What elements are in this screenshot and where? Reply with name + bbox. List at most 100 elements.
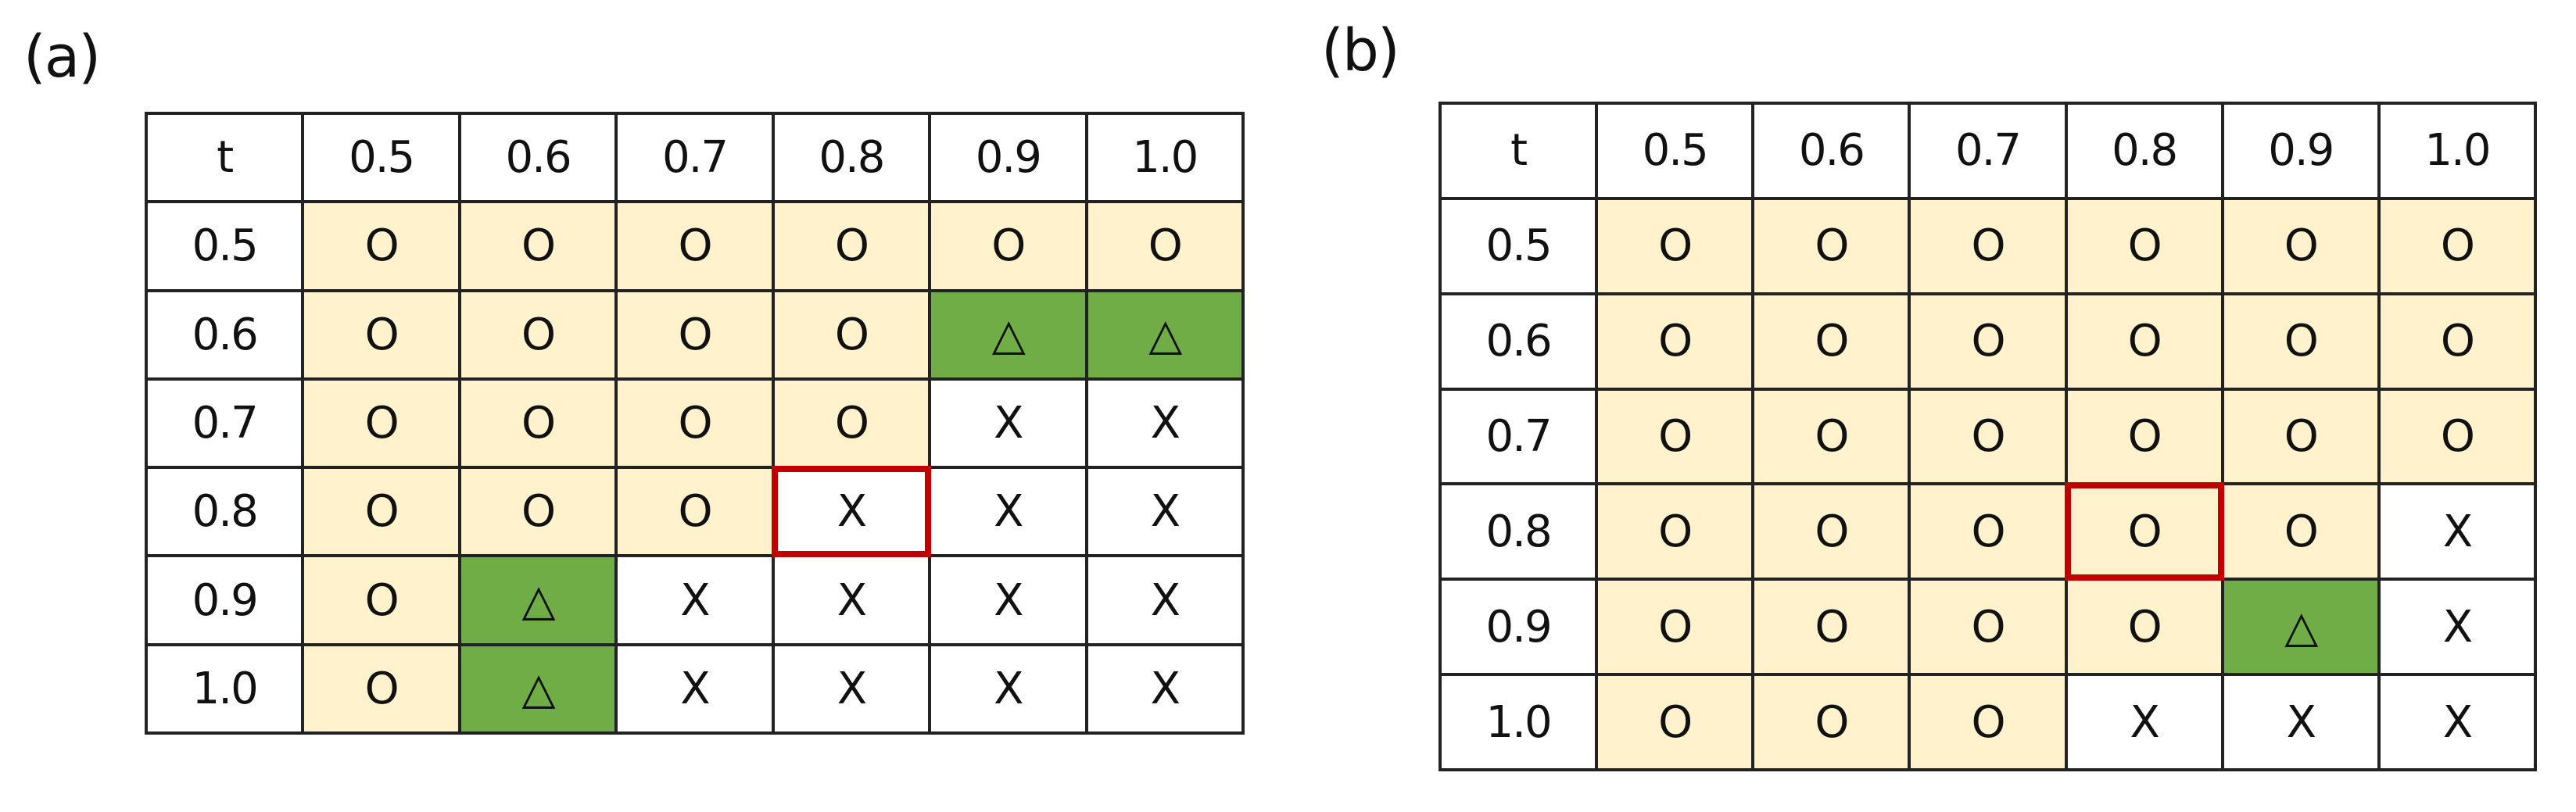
highlighted-cell: O — [2064, 482, 2226, 583]
table-cell: O — [457, 200, 618, 292]
table-cell: X — [928, 642, 1088, 735]
table-cell: O — [1595, 387, 1755, 486]
table-cell: X — [1084, 642, 1245, 735]
row-header: 0.9 — [1438, 578, 1599, 677]
table-cell: O — [1908, 482, 2068, 581]
table-cell: O — [1908, 196, 2068, 295]
table-cell: X — [2064, 673, 2224, 771]
table-cell: X — [2220, 673, 2381, 771]
table-cell: O — [1908, 673, 2068, 771]
row-header: 0.5 — [1438, 196, 1599, 295]
column-header: 0.8 — [771, 111, 932, 204]
table-cell: O — [2377, 387, 2538, 486]
table-cell: O — [301, 200, 461, 292]
table-cell: O — [2064, 578, 2224, 677]
column-header: 1.0 — [1084, 111, 1245, 204]
table-cell: O — [614, 200, 775, 292]
table-cell: O — [2220, 482, 2381, 581]
table-cell: O — [1595, 292, 1755, 391]
table-cell: O — [1595, 482, 1755, 581]
highlighted-cell: X — [771, 466, 933, 560]
table-cell: X — [928, 554, 1088, 646]
panel-b-label: (b) — [1321, 17, 1400, 84]
table-cell: O — [457, 377, 618, 470]
table-cell: O — [1751, 387, 1911, 486]
table-cell: O — [771, 288, 932, 381]
table-cell: X — [614, 642, 775, 735]
table-cell: △ — [2220, 578, 2381, 677]
table-cell: O — [614, 466, 775, 558]
column-header: 0.6 — [457, 111, 618, 204]
table-cell: O — [1595, 673, 1755, 771]
table-cell: X — [2377, 578, 2538, 677]
table-cell: △ — [457, 642, 618, 735]
table-cell: O — [1908, 387, 2068, 486]
table-cell: X — [928, 466, 1088, 558]
table-cell: O — [1084, 200, 1245, 292]
table-cell: X — [1084, 554, 1245, 646]
panel-a-label: (a) — [23, 23, 101, 91]
table-cell: O — [301, 642, 461, 735]
table-cell: △ — [1084, 288, 1245, 381]
row-header: 0.8 — [1438, 482, 1599, 581]
table-cell: O — [2220, 292, 2381, 391]
table-cell: O — [1751, 482, 1911, 581]
table-cell: X — [928, 377, 1088, 470]
column-header: 0.6 — [1751, 102, 1911, 200]
table-cell: X — [1084, 466, 1245, 558]
table-cell: O — [301, 377, 461, 470]
table-cell: X — [2377, 673, 2538, 771]
table-cell: X — [771, 642, 932, 735]
table-cell: O — [1908, 578, 2068, 677]
table-cell: O — [457, 288, 618, 381]
column-header: 1.0 — [2377, 102, 2538, 200]
column-header: 0.9 — [928, 111, 1088, 204]
column-header: 0.9 — [2220, 102, 2381, 200]
column-header: 0.7 — [614, 111, 775, 204]
table-cell: O — [457, 466, 618, 558]
row-header: 0.6 — [144, 288, 305, 381]
row-header: 0.7 — [1438, 387, 1599, 486]
corner-cell: t — [144, 111, 305, 204]
table-cell: X — [1084, 377, 1245, 470]
table-cell: O — [2220, 196, 2381, 295]
table-cell: O — [2064, 292, 2224, 391]
table-cell: O — [928, 200, 1088, 292]
column-header: 0.8 — [2064, 102, 2224, 200]
table-cell: O — [2220, 387, 2381, 486]
table-cell: X — [2377, 482, 2538, 581]
table-cell: O — [614, 377, 775, 470]
table-cell: O — [301, 466, 461, 558]
table-cell: O — [771, 377, 932, 470]
table-cell: O — [2377, 292, 2538, 391]
row-header: 1.0 — [1438, 673, 1599, 771]
table-cell: O — [771, 200, 932, 292]
column-header: 0.5 — [301, 111, 461, 204]
row-header: 0.7 — [144, 377, 305, 470]
column-header: 0.7 — [1908, 102, 2068, 200]
table-cell: X — [614, 554, 775, 646]
table-cell: O — [1751, 673, 1911, 771]
table-cell: O — [1751, 196, 1911, 295]
table-cell: X — [771, 554, 932, 646]
table-cell: O — [301, 288, 461, 381]
row-header: 0.6 — [1438, 292, 1599, 391]
table-cell: O — [1751, 292, 1911, 391]
table-cell: O — [1908, 292, 2068, 391]
table-cell: O — [1595, 196, 1755, 295]
table-cell: △ — [928, 288, 1088, 381]
table-cell: O — [2377, 196, 2538, 295]
